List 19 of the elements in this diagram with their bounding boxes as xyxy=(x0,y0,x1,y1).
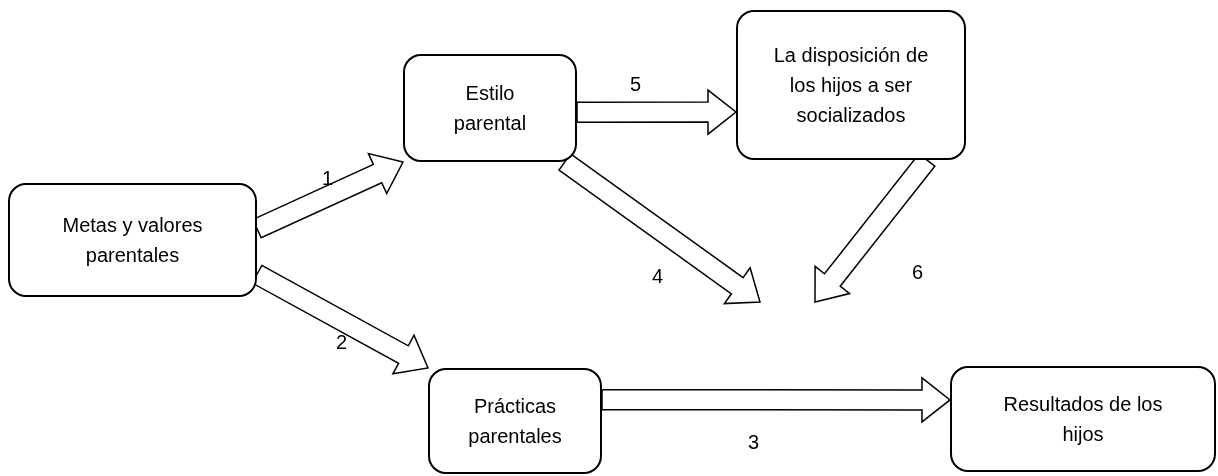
edge-label: 2 xyxy=(336,332,348,352)
box-text: La disposición de los hijos a ser socializados xyxy=(772,43,930,128)
rounded-box xyxy=(8,183,257,297)
edge-label: 6 xyxy=(912,262,924,282)
block-arrow xyxy=(601,376,952,424)
rounded-box xyxy=(428,368,602,474)
edge-label: 5 xyxy=(630,74,642,94)
box-text: Prácticas parentales xyxy=(467,394,563,449)
block-arrow xyxy=(576,88,738,136)
edge-label: 4 xyxy=(652,266,664,286)
edge-label: 1 xyxy=(322,168,334,188)
edge-label: 3 xyxy=(748,432,760,452)
rounded-box xyxy=(950,366,1216,472)
rounded-box xyxy=(403,54,577,162)
box-text: Metas y valores parentales xyxy=(61,213,204,268)
block-arrow xyxy=(557,152,761,305)
rounded-box xyxy=(736,10,966,160)
box-text: Estilo parental xyxy=(452,81,528,136)
box-text: Resultados de los hijos xyxy=(1002,392,1164,447)
